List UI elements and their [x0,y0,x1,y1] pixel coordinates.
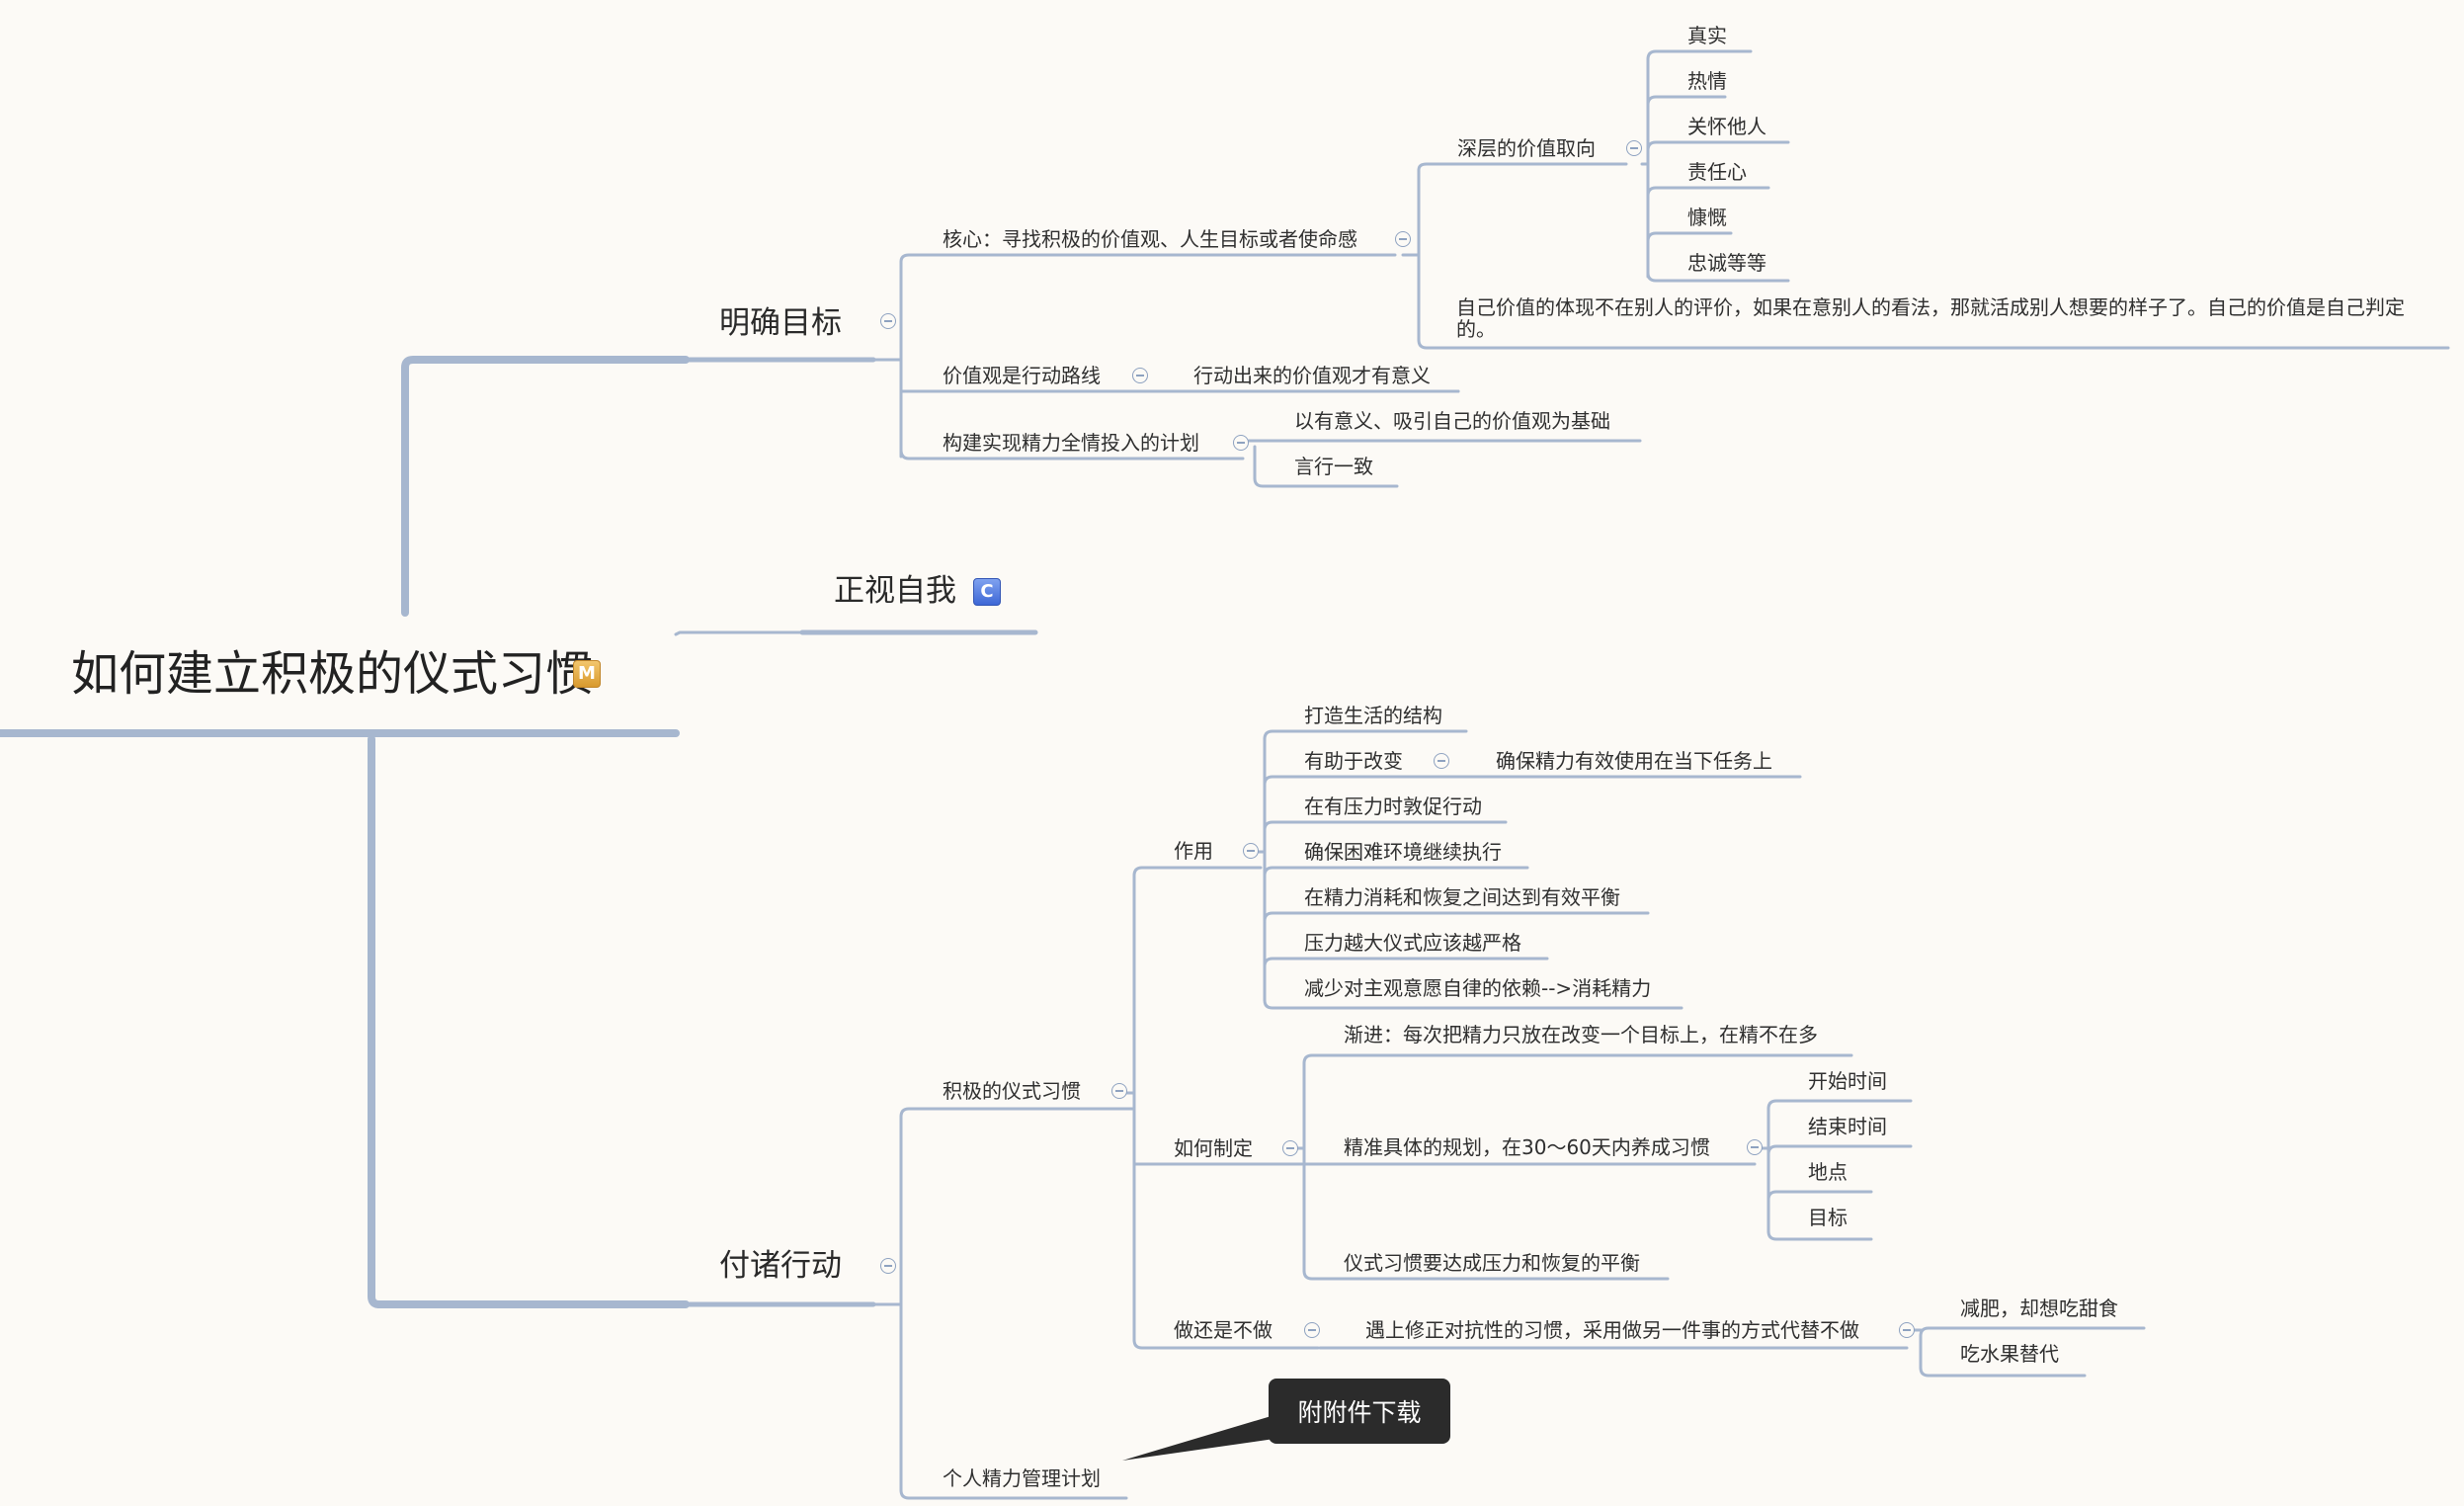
marker-m-icon: M [573,660,601,688]
connector-line [1646,140,1790,152]
connector-line [1263,775,1452,787]
topic-duikang-xiguan[interactable]: 遇上修正对抗性的习惯，采用做另一件事的方式代替不做 [1365,1318,1859,1342]
topic-leaf[interactable]: 忠诚等等 [1687,251,1766,275]
topic-leaf[interactable]: 慷慨 [1687,206,1727,229]
connector-line [1417,338,2450,350]
topic-mingque-mubiao[interactable]: 明确目标 [719,305,842,341]
topic-leaf[interactable]: 仪式习惯要达成压力和恢复的平衡 [1344,1251,1640,1275]
connector-line [674,630,804,636]
topic-zhengshi-ziwo[interactable]: 正视自我 [834,573,956,609]
connector-line [368,735,690,1308]
topic-jingzhun-guihua[interactable]: 精准具体的规划，在30～60天内养成习惯 [1344,1135,1710,1159]
collapse-toggle[interactable] [1395,231,1411,247]
connector-line [1766,1099,1913,1111]
topic-leaf[interactable]: 吃水果替代 [1960,1342,2059,1366]
topic-leaf[interactable]: 压力越大仪式应该越严格 [1304,931,1521,955]
collapse-toggle[interactable] [1243,843,1259,859]
topic-leaf[interactable]: 行动出来的价值观才有意义 [1193,364,1431,387]
connector-line [1646,95,1727,107]
connector-line [1253,476,1399,488]
topic-leaf[interactable]: 渐进：每次把精力只放在改变一个目标上，在精不在多 [1344,1023,1818,1046]
connector-line [1646,49,1753,61]
topic-leaf[interactable]: 确保精力有效使用在当下任务上 [1496,749,1772,773]
topic-goujian-jihua[interactable]: 构建实现精力全情投入的计划 [943,431,1199,455]
connector-line [1766,1190,1873,1202]
connector-line [1263,866,1529,878]
topic-youzhuyu-gaibian[interactable]: 有助于改变 [1304,749,1403,773]
connector-line [1263,820,1508,832]
topic-leaf[interactable]: 热情 [1687,69,1727,93]
topic-ruhe-zhiding[interactable]: 如何制定 [1174,1136,1253,1160]
root-topic[interactable]: 如何建立积极的仪式习惯 [71,646,594,702]
topic-zuoyong[interactable]: 作用 [1174,839,1213,863]
connector-line [1646,231,1733,243]
collapse-toggle[interactable] [1132,368,1148,383]
connector-line [899,1107,1134,1119]
connector-line [401,356,690,617]
topic-leaf[interactable]: 打造生活的结构 [1304,704,1442,727]
topic-jingli-guanli-jihua[interactable]: 个人精力管理计划 [943,1466,1101,1490]
collapse-toggle[interactable] [1899,1322,1915,1338]
topic-leaf[interactable]: 开始时间 [1808,1069,1887,1093]
topic-leaf[interactable]: 结束时间 [1808,1115,1887,1138]
connector-line [1919,1326,2146,1338]
connector-line [1766,1229,1873,1241]
connector-line [1919,1366,2087,1378]
topic-leaf[interactable]: 在精力消耗和恢复之间达到有效平衡 [1304,885,1620,909]
topic-shenceng-jiazhi[interactable]: 深层的价值取向 [1457,136,1596,160]
topic-leaf[interactable]: 真实 [1687,24,1727,47]
connector-line [899,448,1245,460]
topic-leaf[interactable]: 减少对主观意愿自律的依赖-->消耗精力 [1304,976,1652,1000]
connector-line [1132,1338,1320,1350]
connector-line [1132,866,1263,878]
connector-line [1417,162,1628,172]
topic-fuzhu-xingdong[interactable]: 付诸行动 [719,1248,842,1284]
topic-leaf[interactable]: 地点 [1808,1160,1848,1184]
connector-line [1766,1144,1913,1156]
connector-line [1263,729,1468,741]
topic-leaf[interactable]: 减肥，却想吃甜食 [1960,1297,2118,1320]
collapse-toggle[interactable] [1111,1083,1127,1099]
collapse-toggle[interactable] [1304,1322,1320,1338]
topic-leaf[interactable]: 以有意义、吸引自己的价值观为基础 [1294,409,1610,433]
topic-jiazhiguan-luxian[interactable]: 价值观是行动路线 [943,364,1101,387]
topic-jiji-yishi[interactable]: 积极的仪式习惯 [943,1079,1081,1103]
topic-leaf[interactable]: 言行一致 [1294,455,1373,478]
connector-line [1302,1053,1853,1065]
connector-line [1302,1269,1670,1281]
topic-hexin[interactable]: 核心：寻找积极的价值观、人生目标或者使命感 [943,227,1357,251]
collapse-toggle[interactable] [1434,753,1449,769]
collapse-toggle[interactable] [1282,1140,1298,1156]
collapse-toggle[interactable] [1233,435,1249,451]
topic-zuo-buzuo[interactable]: 做还是不做 [1174,1318,1273,1342]
connector-line [1646,271,1790,283]
topic-leaf[interactable]: 关怀他人 [1687,115,1766,138]
connector-line [899,1488,1128,1500]
topic-leaf[interactable]: 责任心 [1687,160,1747,184]
connector-line [1263,957,1549,968]
collapse-toggle[interactable] [880,313,896,329]
connector-line [1263,998,1684,1010]
collapse-toggle[interactable] [1747,1139,1763,1155]
collapse-toggle[interactable] [1626,140,1642,156]
topic-leaf[interactable]: 确保困难环境继续执行 [1304,840,1502,864]
connector-line [1263,911,1650,923]
topic-self-value-note[interactable]: 自己价值的体现不在别人的评价，如果在意别人的看法，那就活成别人想要的样子了。自己… [1456,295,2405,341]
connector-line [1646,186,1770,198]
collapse-toggle[interactable] [880,1258,896,1274]
topic-leaf[interactable]: 在有压力时敦促行动 [1304,795,1482,818]
marker-c-icon: C [973,578,1001,606]
topic-leaf[interactable]: 目标 [1808,1206,1848,1229]
callout-pointer [1122,1415,1274,1461]
attachment-download-callout[interactable]: 附附件下载 [1269,1379,1450,1444]
connector-line [899,253,1397,264]
